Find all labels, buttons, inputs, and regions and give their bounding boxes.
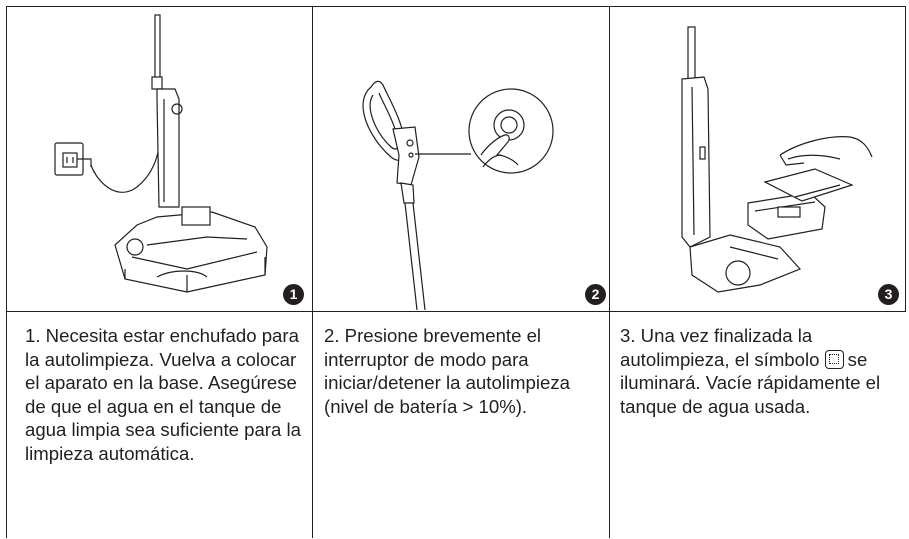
step-2-caption: 2. Presione brevemente el interruptor de…	[324, 324, 594, 418]
table-divider-2	[609, 6, 610, 538]
instruction-table: 1 2	[6, 6, 906, 538]
table-left-border	[6, 6, 7, 538]
step-3-caption: 3. Una vez finalizada la autolimpieza, e…	[620, 324, 900, 418]
table-divider-1	[312, 6, 313, 538]
step-2-illustration: 2	[313, 7, 609, 310]
table-middle-border	[6, 311, 906, 312]
step-3-illustration: 3	[610, 7, 905, 310]
step-2-number-badge: 2	[585, 284, 606, 305]
step-3-text-after: se iluminará. Vacíe rápidamente el tanqu…	[620, 348, 881, 417]
self-cleaning-symbol-icon	[824, 349, 844, 369]
step-3-text: 3. Una vez finalizada la autolimpieza, e…	[620, 324, 900, 418]
step-1-text: 1. Necesita estar enchufado para la auto…	[25, 325, 301, 464]
step-3-text-before: 3. Una vez finalizada la autolimpieza, e…	[620, 325, 820, 370]
step-3-number-badge: 3	[878, 284, 899, 305]
table-right-border	[905, 6, 906, 312]
step-1-illustration: 1	[7, 7, 312, 310]
step-1-number-badge: 1	[283, 284, 304, 305]
table-top-border	[6, 6, 906, 7]
step-2-text: 2. Presione brevemente el interruptor de…	[324, 325, 570, 417]
step-1-caption: 1. Necesita estar enchufado para la auto…	[25, 324, 307, 465]
